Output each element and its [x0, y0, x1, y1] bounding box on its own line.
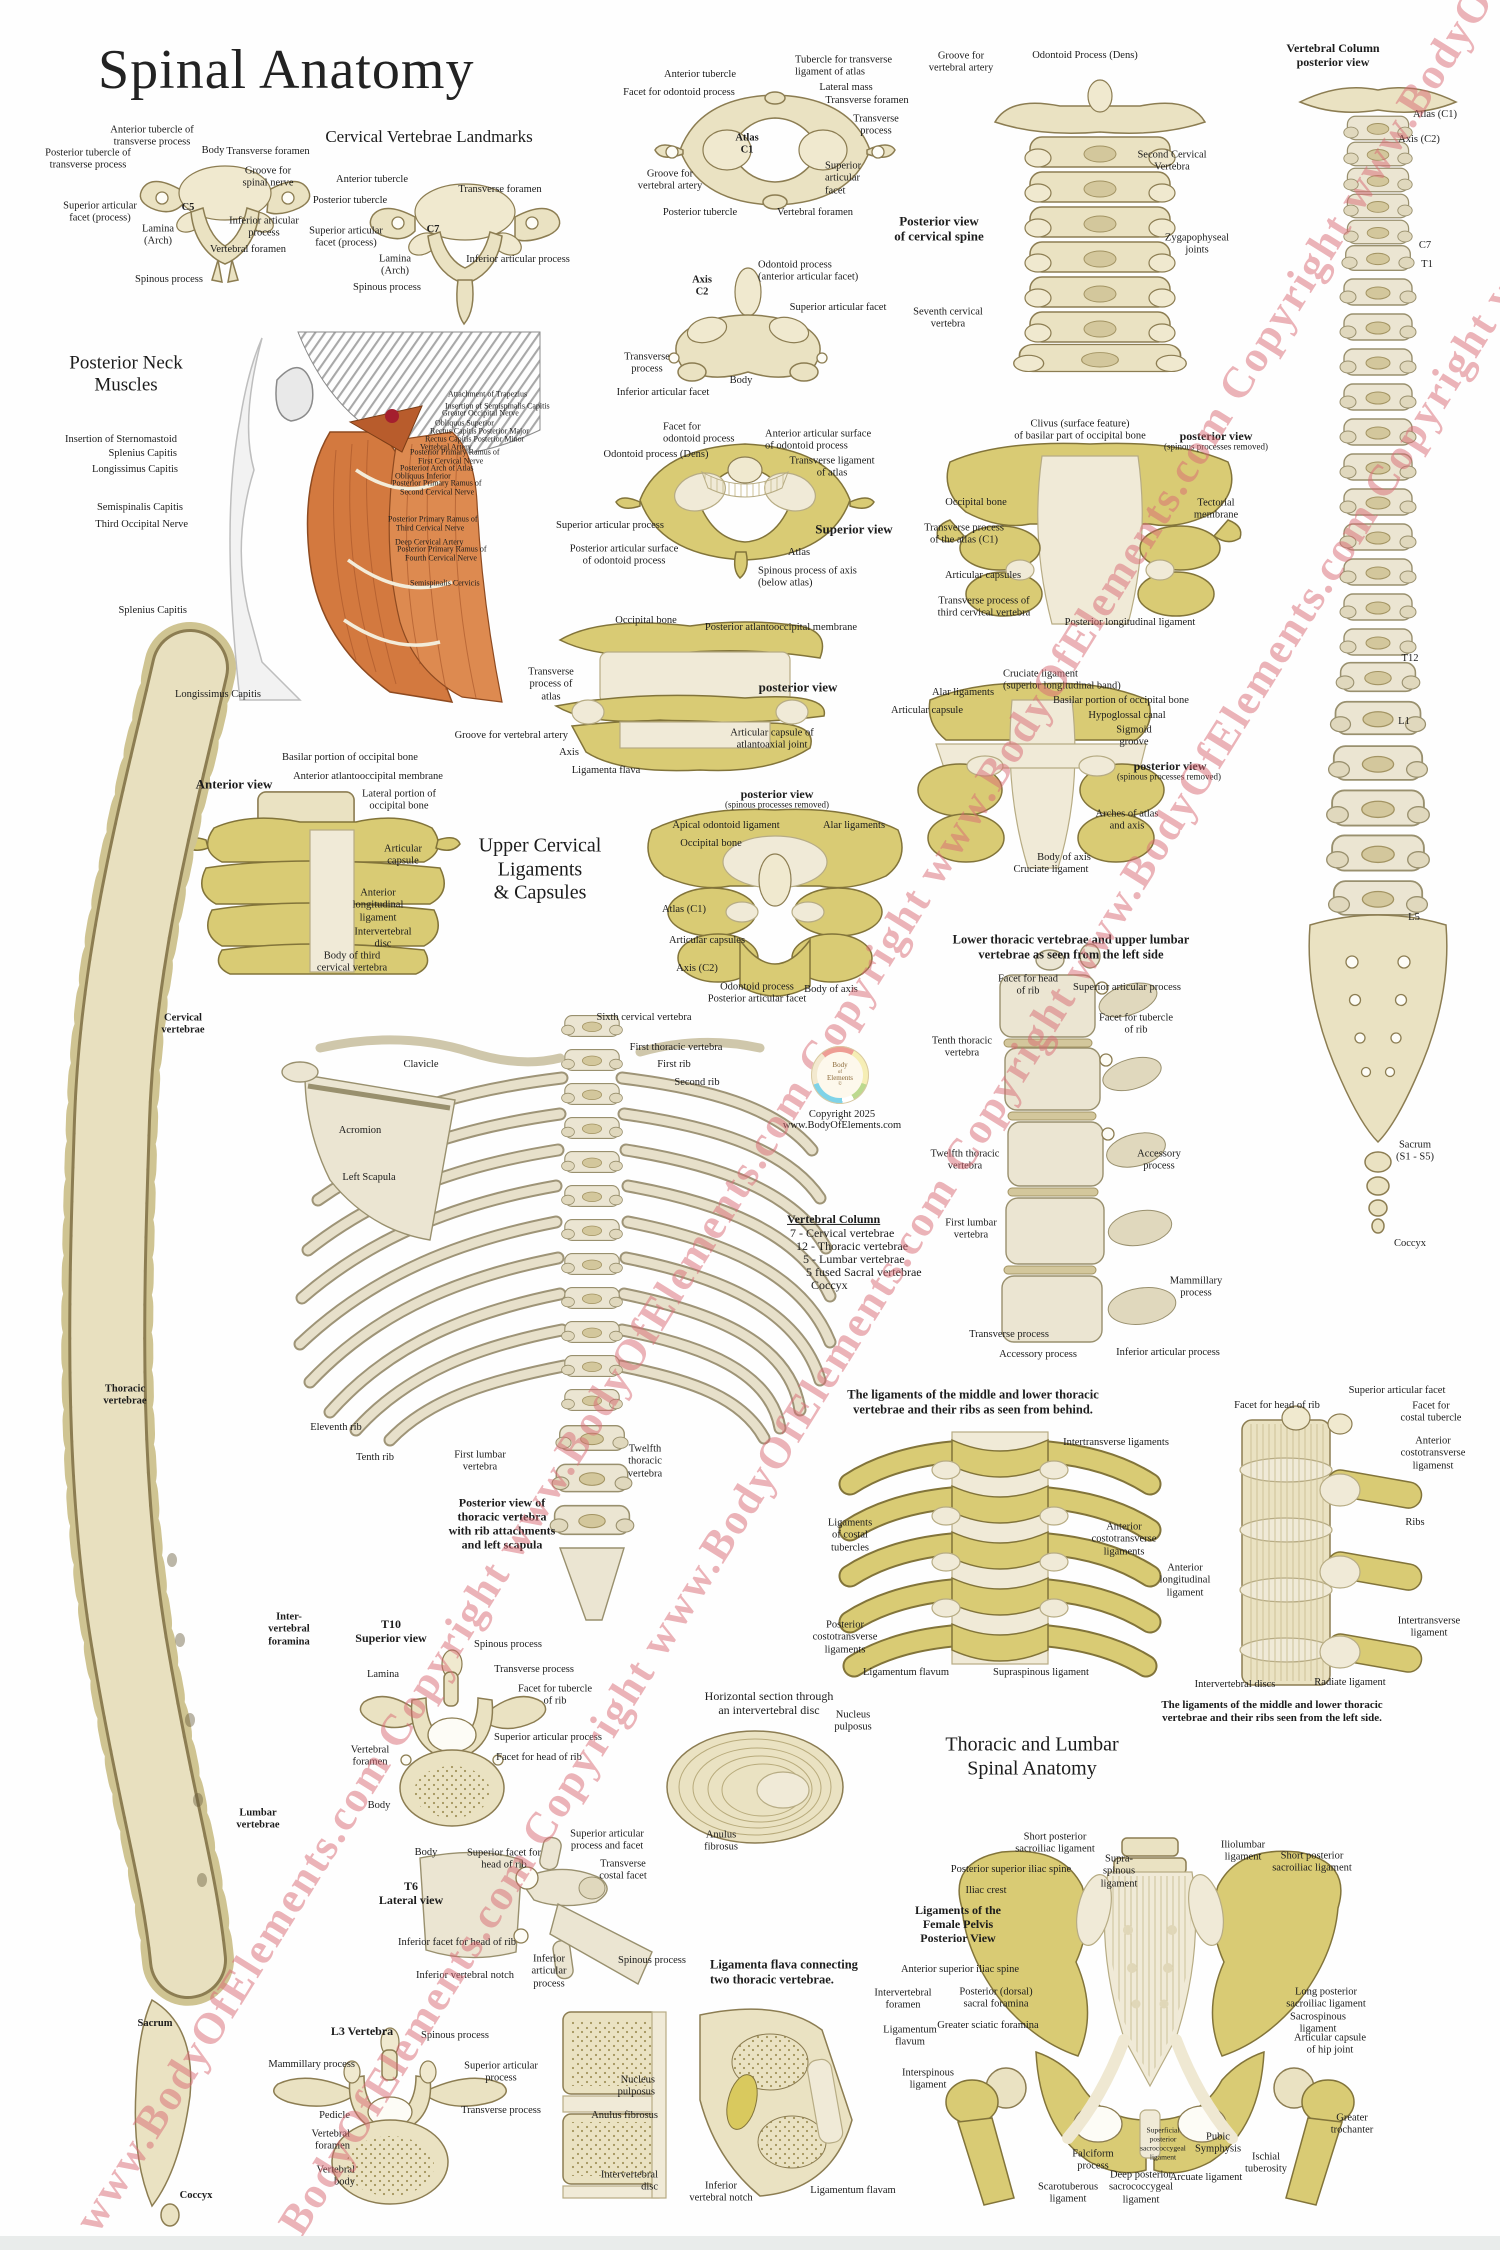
logo-line2: of	[837, 1069, 843, 1075]
fig-axis-c2	[668, 267, 828, 382]
fig-lateral-spine	[61, 622, 236, 2227]
fig-l3	[273, 2027, 507, 2205]
logo-copyright: ©	[838, 1082, 842, 1088]
fig-c5	[139, 165, 311, 283]
fig-cruciate	[917, 682, 1165, 869]
logo-text: Body of Elements ©	[817, 1052, 863, 1098]
fig-anterior-view	[183, 791, 461, 975]
fig-superior-view	[615, 443, 875, 580]
fig-pelvis	[945, 1837, 1355, 2206]
fig-upper-cervical-posterior	[647, 808, 903, 997]
fig-t6	[419, 1836, 653, 1985]
fig-posterior-cervical-spine	[993, 79, 1207, 373]
fig-lower-thoracic-lateral	[999, 943, 1177, 1343]
fig-t10	[359, 1649, 547, 1827]
logo-body-of-elements: Body of Elements ©	[811, 1046, 869, 1104]
fig-disc-section	[666, 1730, 844, 1844]
fig-ligaments-behind	[838, 1431, 1162, 1678]
fig-atlas-c1	[654, 91, 896, 210]
fig-c7	[369, 183, 561, 326]
fig-ligamenta-flava	[562, 2008, 853, 2199]
fig-atlantooccipital-posterior	[553, 621, 826, 772]
logo-line3: Elements	[826, 1074, 854, 1082]
fig-ribcage	[281, 1015, 837, 1621]
poster-title: Spinal Anatomy	[98, 39, 475, 101]
fig-vertebral-column-posterior	[1298, 86, 1458, 1234]
fig-posterior-neck-muscles	[229, 331, 541, 703]
logo-line1: Body	[832, 1061, 848, 1070]
fig-ligaments-left-side	[1239, 1405, 1423, 1686]
fig-tectorial-membrane	[936, 442, 1242, 625]
footer-strip	[0, 2236, 1500, 2250]
